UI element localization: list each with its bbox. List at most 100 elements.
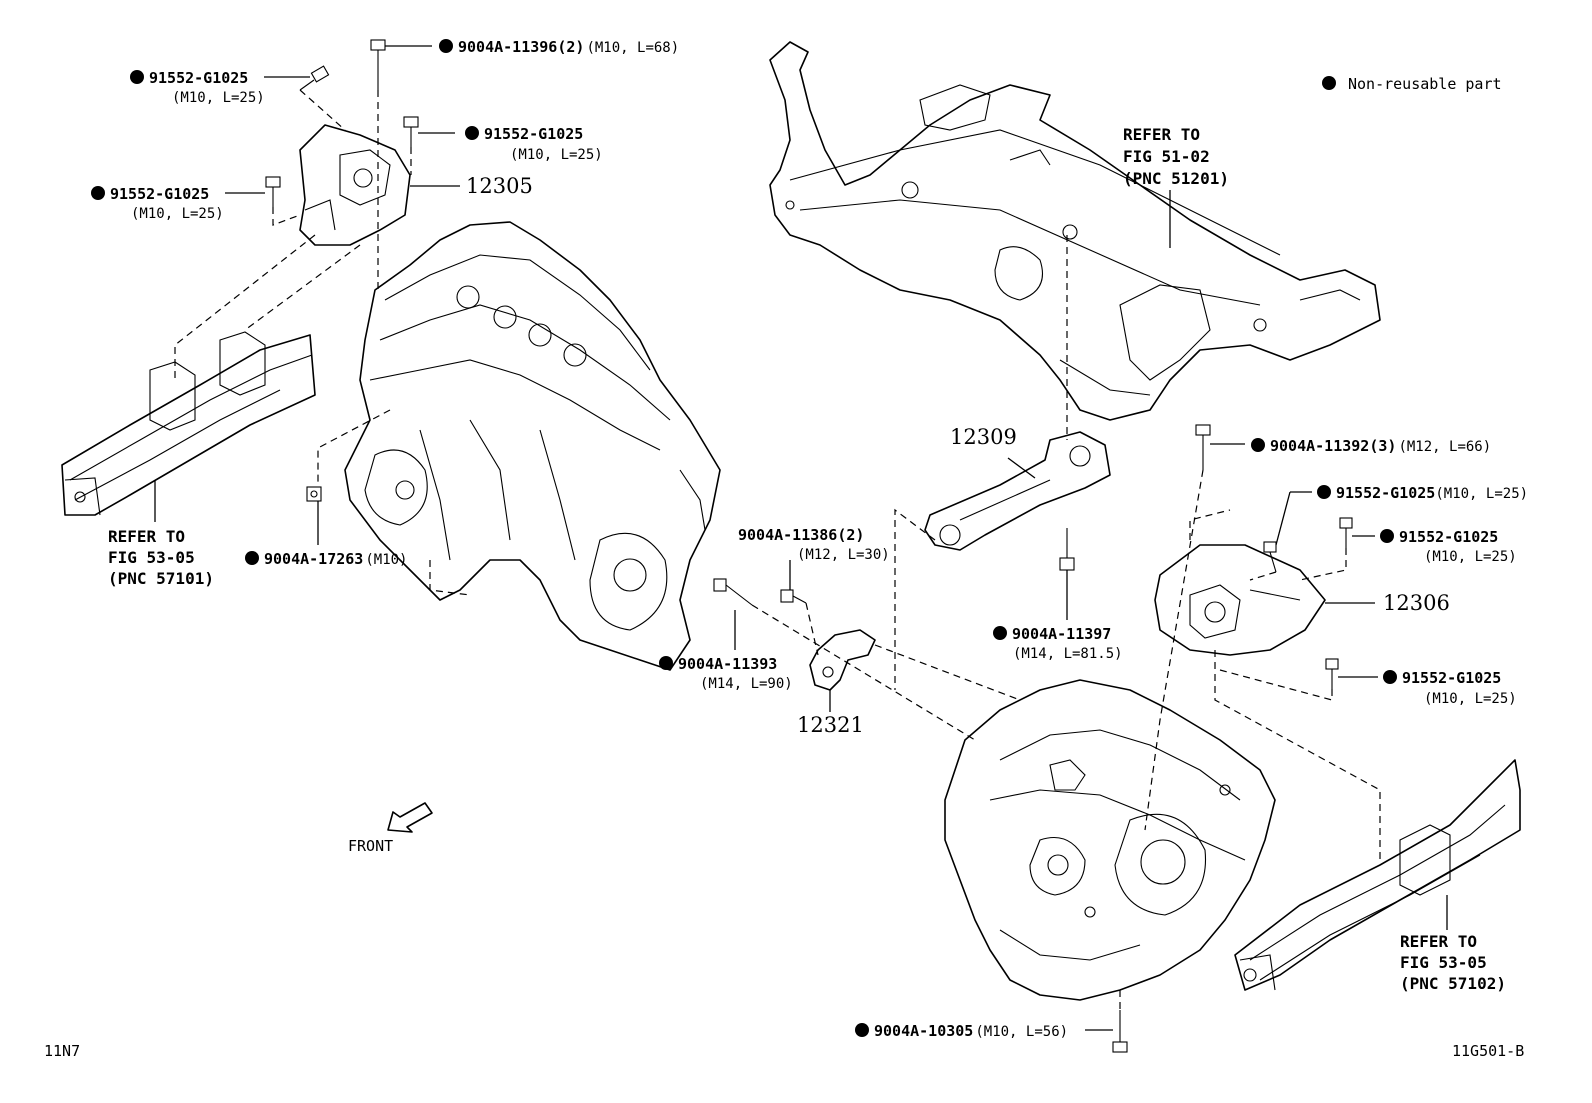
transaxle-assembly[interactable] bbox=[944, 679, 1276, 1001]
non-reusable-dot-icon bbox=[465, 126, 479, 140]
part-number: 9004A-11392(3) bbox=[1270, 437, 1396, 455]
bolt-icon bbox=[1263, 541, 1277, 573]
callout-9004A-17263[interactable]: 9004A-17263(M10) bbox=[245, 550, 408, 568]
non-reusable-dot-icon bbox=[439, 39, 453, 53]
bolt-icon bbox=[370, 39, 386, 90]
reference-57102[interactable]: REFER TO FIG 53-05 (PNC 57102) bbox=[1400, 932, 1506, 993]
callout-9004A-11392[interactable]: 9004A-11392(3)(M12, L=66) bbox=[1251, 437, 1491, 455]
part-number: 91552-G1025 bbox=[1336, 484, 1435, 502]
part-number: 9004A-11393 bbox=[678, 655, 777, 673]
bolt-icon bbox=[1195, 424, 1211, 470]
non-reusable-dot-icon bbox=[1317, 485, 1331, 499]
part-number: 9004A-11396(2) bbox=[458, 38, 584, 56]
part-spec: (M14, L=81.5) bbox=[1013, 646, 1123, 662]
part-label-12306[interactable]: 12306 bbox=[1383, 591, 1450, 615]
bolt-icon bbox=[1112, 1010, 1128, 1053]
bolt-icon bbox=[780, 589, 807, 604]
part-number: 91552-G1025 bbox=[1402, 669, 1501, 687]
non-reusable-dot-icon bbox=[1383, 670, 1397, 684]
bolt-icon bbox=[403, 116, 419, 147]
left-side-member[interactable] bbox=[61, 331, 316, 516]
non-reusable-dot-icon bbox=[993, 626, 1007, 640]
part-spec: (M10, L=25) bbox=[510, 147, 603, 163]
svg-text:(PNC 51201): (PNC 51201) bbox=[1123, 169, 1229, 188]
bolt-icon bbox=[1339, 517, 1353, 548]
part-label-12305[interactable]: 12305 bbox=[466, 174, 533, 198]
part-label-12309[interactable]: 12309 bbox=[950, 425, 1017, 449]
reference-57101[interactable]: REFER TO FIG 53-05 (PNC 57101) bbox=[108, 527, 214, 588]
part-number: 91552-G1025 bbox=[1399, 528, 1498, 546]
callout-9004A-11393[interactable]: 9004A-11393 (M14, L=90) bbox=[659, 655, 793, 692]
bolt-icon bbox=[1325, 658, 1339, 689]
bolt-icon bbox=[713, 578, 753, 606]
part-spec: (M10, L=56) bbox=[975, 1024, 1068, 1040]
non-reusable-dot-icon bbox=[245, 551, 259, 565]
callout-91552-G1025-c[interactable]: 91552-G1025 (M10, L=25) bbox=[91, 185, 224, 222]
svg-text:9004A-10305(M10, L=56): 9004A-10305(M10, L=56) bbox=[874, 1022, 1068, 1040]
svg-text:REFER TO: REFER TO bbox=[1400, 932, 1477, 951]
part-number: 9004A-10305 bbox=[874, 1022, 973, 1040]
part-spec: (M10, L=25) bbox=[172, 90, 265, 106]
torque-rod-12309[interactable] bbox=[924, 431, 1111, 551]
non-reusable-dot-icon bbox=[659, 656, 673, 670]
svg-text:9004A-11396(2)(M10, L=68): 9004A-11396(2)(M10, L=68) bbox=[458, 38, 679, 56]
callout-91552-G1025-b[interactable]: 91552-G1025 (M10, L=25) bbox=[465, 125, 603, 163]
bracket-12321[interactable] bbox=[809, 629, 876, 691]
part-spec: (M10) bbox=[365, 552, 407, 568]
svg-text:REFER TO: REFER TO bbox=[108, 527, 185, 546]
assembly-dashes bbox=[174, 89, 1381, 1010]
right-side-member[interactable] bbox=[1234, 759, 1521, 991]
svg-text:91552-G1025(M10, L=25): 91552-G1025(M10, L=25) bbox=[1336, 484, 1528, 502]
callout-91552-G1025-f[interactable]: 91552-G1025 (M10, L=25) bbox=[1383, 669, 1517, 707]
callout-9004A-10305[interactable]: 9004A-10305(M10, L=56) bbox=[855, 1022, 1068, 1040]
non-reusable-dot-icon bbox=[1322, 76, 1336, 90]
part-spec: (M14, L=90) bbox=[700, 676, 793, 692]
part-spec: (M10, L=68) bbox=[586, 40, 679, 56]
part-number: 91552-G1025 bbox=[484, 125, 583, 143]
callout-91552-G1025-e[interactable]: 91552-G1025 (M10, L=25) bbox=[1380, 528, 1517, 565]
callout-9004A-11396[interactable]: 9004A-11396(2)(M10, L=68) bbox=[439, 38, 679, 56]
legend-text: Non-reusable part bbox=[1348, 75, 1502, 93]
front-crossmember[interactable] bbox=[769, 41, 1381, 421]
part-spec: (M10, L=25) bbox=[1424, 691, 1517, 707]
engine-assembly[interactable] bbox=[344, 221, 721, 671]
bolt-icon bbox=[265, 176, 281, 207]
bolt-icon bbox=[1059, 528, 1075, 571]
front-arrow-icon bbox=[387, 802, 433, 833]
legend: Non-reusable part bbox=[1322, 75, 1502, 93]
part-spec: (M10, L=25) bbox=[131, 206, 224, 222]
part-number: 9004A-11397 bbox=[1012, 625, 1111, 643]
non-reusable-dot-icon bbox=[1380, 529, 1394, 543]
callout-9004A-11397[interactable]: 9004A-11397 (M14, L=81.5) bbox=[993, 625, 1123, 662]
part-number: 9004A-17263 bbox=[264, 550, 363, 568]
reference-51201[interactable]: REFER TO FIG 51-02 (PNC 51201) bbox=[1123, 125, 1229, 188]
svg-text:REFER TO: REFER TO bbox=[1123, 125, 1200, 144]
engine-mount-12305[interactable] bbox=[299, 124, 411, 246]
non-reusable-dot-icon bbox=[1251, 438, 1265, 452]
bolts bbox=[265, 39, 1353, 1053]
footer-figure-id: 11G501-B bbox=[1452, 1042, 1524, 1060]
front-label: FRONT bbox=[348, 837, 393, 855]
svg-text:FIG 53-05: FIG 53-05 bbox=[108, 548, 195, 567]
bolt-icon bbox=[299, 65, 330, 91]
callout-91552-G1025-d[interactable]: 91552-G1025(M10, L=25) bbox=[1317, 484, 1528, 502]
part-spec: (M10, L=25) bbox=[1424, 549, 1517, 565]
footer-left-code: 11N7 bbox=[44, 1042, 80, 1060]
part-label-12321[interactable]: 12321 bbox=[797, 713, 864, 737]
svg-text:(PNC 57101): (PNC 57101) bbox=[108, 569, 214, 588]
part-number: 9004A-11386(2) bbox=[738, 526, 864, 544]
svg-text:FIG 53-05: FIG 53-05 bbox=[1400, 953, 1487, 972]
transaxle-mount-12306[interactable] bbox=[1154, 544, 1326, 656]
callout-9004A-11386[interactable]: 9004A-11386(2) (M12, L=30) bbox=[738, 526, 890, 563]
part-spec: (M10, L=25) bbox=[1435, 486, 1528, 502]
nut-icon bbox=[306, 486, 322, 502]
svg-text:9004A-11392(3)(M12, L=66): 9004A-11392(3)(M12, L=66) bbox=[1270, 437, 1491, 455]
part-number: 91552-G1025 bbox=[110, 185, 209, 203]
callout-91552-G1025-a[interactable]: 91552-G1025 (M10, L=25) bbox=[130, 69, 265, 106]
svg-text:(PNC 57102): (PNC 57102) bbox=[1400, 974, 1506, 993]
non-reusable-dot-icon bbox=[91, 186, 105, 200]
non-reusable-dot-icon bbox=[855, 1023, 869, 1037]
non-reusable-dot-icon bbox=[130, 70, 144, 84]
